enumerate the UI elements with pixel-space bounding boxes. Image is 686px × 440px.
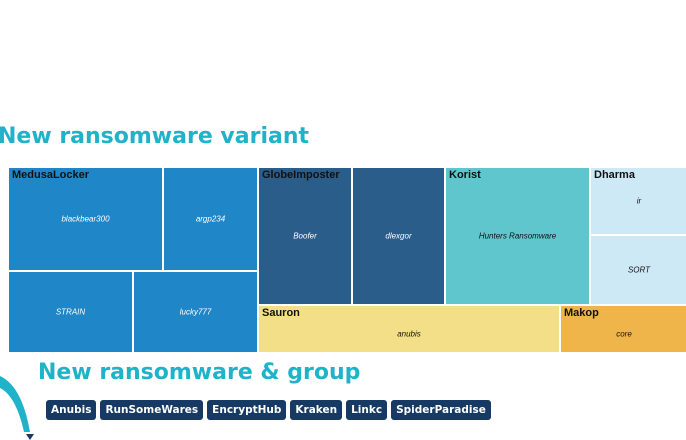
treemap-cell-boofer xyxy=(258,167,352,305)
treemap-cell-core xyxy=(560,305,686,353)
group-tag-kraken: Kraken xyxy=(290,400,343,420)
group-tag-linkc: Linkc xyxy=(346,400,388,420)
treemap-item-label: lucky777 xyxy=(179,307,212,317)
treemap-cell-ir xyxy=(590,167,686,235)
treemap-item-label: dlexgor xyxy=(385,231,412,241)
treemap-group-label-medusalocker: MedusaLocker xyxy=(12,169,90,181)
group-tag-spiderparadise: SpiderParadise xyxy=(391,400,491,420)
section-title-groups: New ransomware & group xyxy=(38,360,361,385)
treemap-item-label: argp234 xyxy=(195,214,226,224)
section-title-variants: New ransomware variant xyxy=(0,124,310,149)
treemap-group-label-globeimposter: GlobeImposter xyxy=(262,169,340,181)
treemap-cell-sort xyxy=(590,235,686,305)
treemap-cell-anubis xyxy=(258,305,560,353)
treemap-item-label: ir xyxy=(636,196,642,206)
treemap-group-label-makop: Makop xyxy=(564,307,599,319)
group-tag-encrypthub: EncryptHub xyxy=(207,400,287,420)
treemap-item-label: Hunters Ransomware xyxy=(478,231,557,241)
treemap-cell-dlexgor xyxy=(352,167,445,305)
treemap-item-label: Boofer xyxy=(293,231,317,241)
group-tag-anubis: Anubis xyxy=(46,400,97,420)
treemap-item-label: blackbear300 xyxy=(61,214,110,224)
treemap-item-label: STRAIN xyxy=(55,307,86,317)
treemap-cell-blackbear300 xyxy=(8,167,163,271)
treemap-group-label-dharma: Dharma xyxy=(594,169,635,181)
treemap-cell-strain xyxy=(8,271,133,353)
logo-mark xyxy=(0,376,34,440)
treemap-group-label-sauron: Sauron xyxy=(262,307,300,319)
treemap-item-label: core xyxy=(616,329,632,339)
treemap-cell-hunters-ransomware xyxy=(445,167,590,305)
treemap-cell-lucky777 xyxy=(133,271,258,353)
group-tag-runsomewares: RunSomeWares xyxy=(100,400,204,420)
treemap-cell-argp234 xyxy=(163,167,258,271)
treemap-group-label-korist: Korist xyxy=(449,169,481,181)
treemap-item-label: anubis xyxy=(397,329,421,339)
treemap-item-label: SORT xyxy=(627,265,651,275)
